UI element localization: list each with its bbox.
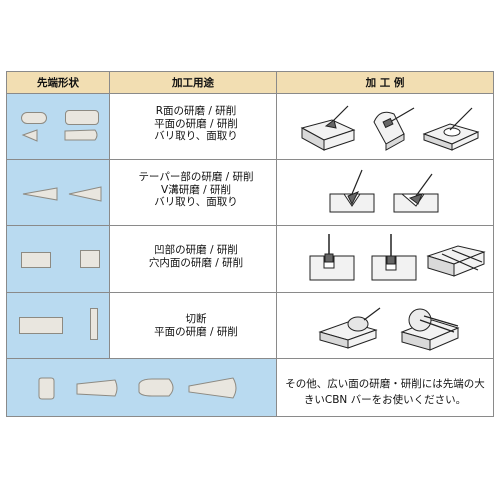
- usage-line: 凹部の研磨 / 研削: [154, 244, 238, 256]
- header-examples: 加 工 例: [277, 72, 493, 94]
- usage-line: バリ取り、面取り: [154, 130, 238, 142]
- tip-shape-square: [80, 250, 100, 268]
- example-illustration-row-1: [300, 105, 480, 151]
- note-line: きいCBN バーをお使いください。: [303, 394, 467, 406]
- usage-line: V溝研磨 / 研削: [161, 183, 231, 196]
- example-illustration-row-3: [309, 234, 486, 281]
- usage-line: R面の研磨 / 研削: [155, 105, 237, 117]
- example-illustration-row-2: [329, 169, 439, 213]
- shape-cell-1: [7, 94, 109, 159]
- usage-line: バリ取り、面取り: [154, 196, 238, 208]
- header-usage: 加工用途: [110, 72, 276, 94]
- usage-line: 穴内面の研磨 / 研削: [148, 256, 244, 269]
- divider: [7, 225, 493, 226]
- tip-shapes-large: [38, 377, 237, 400]
- usage-row-2: テーパー部の研磨 / 研削 V溝研磨 / 研削 バリ取り、面取り: [116, 171, 276, 209]
- usage-line: 平面の研磨 / 研削: [154, 117, 238, 130]
- usage-line: 平面の研磨 / 研削: [154, 325, 238, 338]
- tip-shape-disc: [19, 317, 63, 334]
- usage-line: テーパー部の研磨 / 研削: [138, 171, 254, 183]
- divider: [109, 72, 110, 359]
- usage-row-3: 凹部の研磨 / 研削 穴内面の研磨 / 研削: [116, 244, 276, 269]
- tip-shape-round: [21, 112, 47, 124]
- tip-shape-thin-disc: [90, 308, 98, 340]
- divider: [7, 358, 493, 359]
- note-text: その他、広い面の研磨・研削には先端の大 きいCBN バーをお使いください。: [277, 376, 493, 408]
- usage-row-1: R面の研磨 / 研削 平面の研磨 / 研削 バリ取り、面取り: [116, 105, 276, 143]
- tip-shapes-row2: [22, 186, 102, 202]
- divider: [276, 72, 277, 416]
- header-tip-shape: 先端形状: [7, 72, 109, 94]
- divider: [7, 159, 493, 160]
- example-illustration-row-4: [318, 307, 460, 351]
- tip-shapes-row1-lower: [21, 129, 98, 142]
- usage-row-4: 切断 平面の研磨 / 研削: [116, 313, 276, 338]
- usage-line: 切断: [185, 313, 207, 325]
- tip-shape-rect: [65, 110, 99, 125]
- tip-shape-rect-wide: [21, 252, 51, 268]
- note-line: その他、広い面の研磨・研削には先端の大: [285, 378, 485, 390]
- divider: [7, 292, 493, 293]
- tip-shape-table: 先端形状 加工用途 加 工 例 R面の研磨 / 研削 平面の研磨 / 研削 バリ: [6, 71, 494, 417]
